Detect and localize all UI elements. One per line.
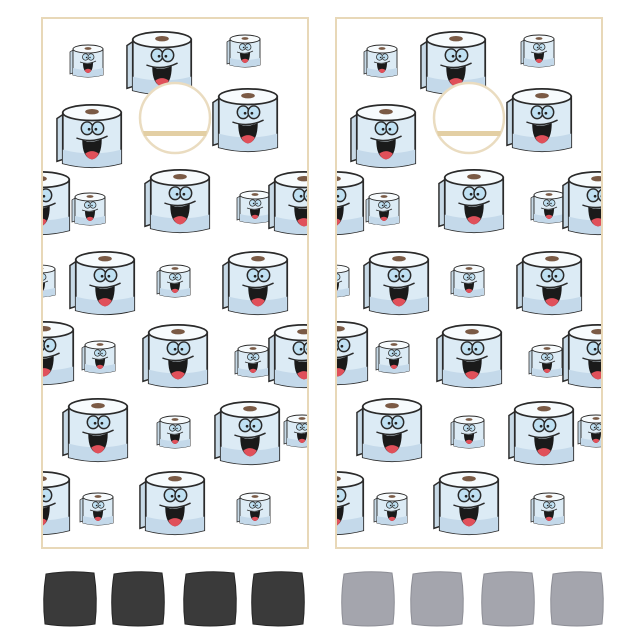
- toilet-paper-roll-icon: [268, 171, 308, 236]
- toilet-paper-roll-icon: [236, 190, 271, 224]
- toilet-paper-roll-icon: [562, 324, 602, 389]
- toilet-paper-roll-icon: [139, 471, 206, 536]
- bean-bag-icon[interactable]: [183, 571, 237, 627]
- hole-inner-edge: [437, 131, 501, 136]
- toilet-paper-roll-icon: [516, 251, 583, 316]
- toilet-paper-roll-icon: [142, 324, 209, 389]
- right-board: [335, 17, 603, 549]
- toilet-paper-roll-icon: [375, 340, 410, 374]
- toilet-paper-roll-icon: [226, 34, 261, 68]
- toilet-paper-roll-icon: [222, 251, 289, 316]
- bean-bag-icon[interactable]: [251, 571, 305, 627]
- toilet-paper-roll-icon: [234, 344, 269, 378]
- bean-bag-icon[interactable]: [410, 571, 464, 627]
- toilet-paper-roll-icon: [530, 492, 565, 526]
- left-board: [41, 17, 309, 549]
- toilet-paper-roll-icon: [530, 190, 565, 224]
- board-frame: [41, 17, 309, 549]
- toilet-paper-roll-icon: [268, 324, 308, 389]
- toilet-paper-roll-icon: [42, 264, 56, 298]
- toilet-paper-roll-icon: [350, 104, 417, 169]
- cornhole-hole-icon[interactable]: [138, 81, 212, 155]
- toilet-paper-roll-icon: [69, 44, 104, 78]
- toilet-paper-roll-icon: [156, 415, 191, 449]
- toilet-paper-roll-icon: [71, 192, 106, 226]
- toilet-paper-roll-icon: [56, 104, 123, 169]
- toilet-paper-roll-icon: [336, 264, 350, 298]
- toilet-paper-roll-icon: [42, 471, 71, 536]
- toilet-paper-roll-icon: [365, 192, 400, 226]
- toilet-paper-roll-icon: [528, 344, 563, 378]
- toilet-paper-roll-icon: [144, 169, 211, 234]
- toilet-paper-roll-icon: [438, 169, 505, 234]
- toilet-paper-roll-icon: [562, 171, 602, 236]
- bean-bag-icon[interactable]: [341, 571, 395, 627]
- toilet-paper-roll-icon: [156, 264, 191, 298]
- hole-inner-edge: [143, 131, 207, 136]
- toilet-paper-roll-icon: [520, 34, 555, 68]
- toilet-paper-roll-icon: [214, 401, 281, 466]
- toilet-paper-roll-icon: [373, 492, 408, 526]
- toilet-paper-roll-icon: [356, 398, 423, 463]
- bean-bag-icon[interactable]: [43, 571, 97, 627]
- toilet-paper-roll-icon: [283, 414, 308, 448]
- toilet-paper-roll-icon: [81, 340, 116, 374]
- toilet-paper-roll-icon: [62, 398, 129, 463]
- gray-bags: [341, 571, 604, 627]
- toilet-paper-roll-icon: [577, 414, 602, 448]
- toilet-paper-roll-icon: [508, 401, 575, 466]
- toilet-paper-roll-icon: [450, 415, 485, 449]
- dark-bags: [43, 571, 305, 627]
- toilet-paper-roll-icon: [436, 324, 503, 389]
- toilet-paper-roll-icon: [42, 171, 71, 236]
- toilet-paper-roll-icon: [79, 492, 114, 526]
- toilet-paper-roll-icon: [236, 492, 271, 526]
- toilet-paper-roll-icon: [69, 251, 136, 316]
- toilet-paper-roll-icon: [433, 471, 500, 536]
- board-frame: [335, 17, 603, 549]
- toilet-paper-roll-icon: [212, 88, 279, 153]
- bean-bag-icon[interactable]: [481, 571, 535, 627]
- cornhole-hole-icon[interactable]: [432, 81, 506, 155]
- toilet-paper-roll-icon: [363, 251, 430, 316]
- toilet-paper-roll-icon: [450, 264, 485, 298]
- bean-bag-icon[interactable]: [111, 571, 165, 627]
- toilet-paper-roll-icon: [506, 88, 573, 153]
- toilet-paper-roll-icon: [363, 44, 398, 78]
- bean-bag-icon[interactable]: [550, 571, 604, 627]
